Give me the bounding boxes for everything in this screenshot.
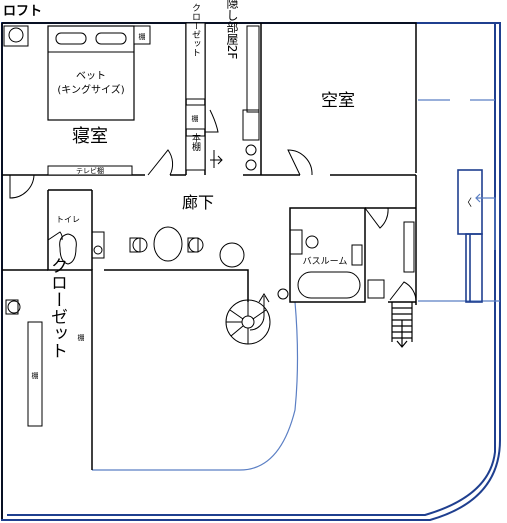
toilet-label: トイレ: [56, 215, 80, 224]
window-arrow-head: 〈: [462, 197, 472, 209]
toilet-bowl: [59, 233, 77, 265]
bookshelf: [185, 135, 206, 171]
spiral-staircase: [225, 293, 271, 345]
bed-label: ベット: [76, 70, 106, 82]
balcony-lines: [92, 99, 500, 471]
toilet-fixture: [93, 245, 103, 255]
bathroom-label: バスルーム: [303, 256, 348, 267]
corridor-fixtures: [129, 226, 245, 268]
closet-main-label: クローゼット: [47, 257, 67, 359]
closet-shelf-label: 棚: [192, 114, 199, 123]
hidden-room-lower-shelf: [242, 109, 260, 141]
tv-shelf-label: テレビ棚: [76, 166, 104, 175]
closet-main-circle: [7, 300, 21, 314]
exterior-stairs: [391, 302, 413, 348]
tv-shelf: [47, 165, 133, 176]
stair-arrow-icon: [210, 150, 223, 168]
corridor-pillar: [277, 288, 289, 300]
closet-main-shelf-label: 棚: [32, 371, 39, 380]
bookshelf-label: 本棚: [190, 132, 201, 152]
corner-fixture: [3, 25, 29, 47]
nightstand-label: 棚: [139, 32, 146, 41]
bed-size-label: (キングサイズ): [57, 83, 124, 96]
plan-title: ロフト: [3, 4, 42, 19]
hidden-room-fixture-a: [245, 144, 257, 156]
bedroom-label: 寝室: [72, 126, 108, 147]
closet-main-rail: [27, 321, 43, 427]
toilet-sink: [91, 231, 105, 259]
window-arrow-icon: [475, 193, 496, 250]
closet-top-label: クローゼット: [190, 3, 201, 57]
closet-main-side-shelf-label: 棚: [78, 333, 85, 342]
vacant-room-label: 空室: [321, 91, 355, 111]
hidden-room-label: 隠し部屋2F: [225, 0, 239, 59]
corridor-label: 廊下: [182, 193, 214, 212]
right-window-frame: [457, 169, 483, 303]
exterior-wall: [1, 22, 501, 521]
closet-shelf: [185, 104, 206, 130]
bed: ベット (キングサイズ): [47, 25, 135, 121]
bathroom-fixtures: [289, 221, 415, 299]
hidden-room-fixture-b: [245, 159, 257, 171]
closet-top: [185, 22, 206, 100]
closet-main-fixture: [5, 299, 19, 315]
nightstand: [133, 25, 151, 45]
door-swings: [9, 109, 417, 303]
hidden-room-shelf: [246, 25, 260, 113]
